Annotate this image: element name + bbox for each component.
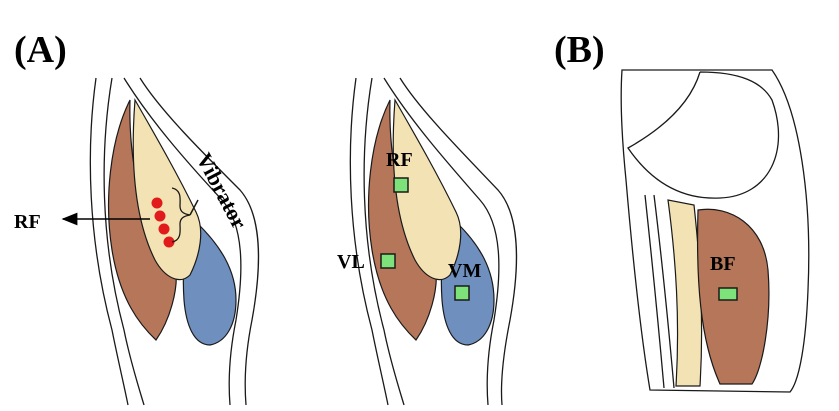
leg2-outline-right-outer: [399, 77, 518, 406]
bf-electrode-label: BF: [710, 253, 736, 275]
electrode-vm: [454, 285, 470, 301]
vibration-point: [158, 223, 170, 235]
leg2-outline-inner: [363, 77, 405, 406]
rectus-femoris-muscle-2: [392, 98, 462, 281]
vibration-point: [151, 197, 163, 209]
leg-outline-outer: [89, 77, 129, 406]
vibration-point: [154, 210, 166, 222]
leg-b-knee-curve: [627, 71, 780, 199]
leg-b-inner-line-2: [653, 194, 675, 389]
leg-b-inner-line: [644, 194, 665, 389]
vm-electrode-label: VM: [448, 260, 481, 282]
electrode-rf: [393, 177, 409, 193]
vibrator-pointer: [189, 199, 199, 216]
leg-outline-right-outer: [139, 77, 260, 406]
panel-b-label: (B): [554, 29, 605, 71]
vl-electrode-label: VL: [337, 251, 365, 273]
vibrator-label: Vibrator: [192, 149, 253, 234]
vibration-points: [151, 197, 175, 248]
leg-outline-right-inner: [123, 77, 242, 406]
rectus-femoris-muscle: [132, 98, 202, 281]
leg-b-silhouette: [620, 69, 810, 393]
leg-b-beige-muscle: [667, 199, 703, 387]
panel-a-right-leg: RF VL VM: [337, 77, 518, 406]
panel-a-left-leg: (A) Vibrator RF: [14, 29, 260, 406]
leg2-outline-outer: [349, 77, 389, 406]
leg-outline-inner: [103, 77, 145, 406]
leg2-outline-right-inner: [383, 77, 500, 406]
electrode-vl: [380, 253, 396, 269]
arrow-rf-label: RF: [14, 211, 41, 233]
rf-electrode-label: RF: [386, 149, 413, 171]
panel-b-leg: (B) BF: [554, 29, 810, 393]
vibration-point: [163, 236, 175, 248]
electrode-bf: [718, 287, 738, 301]
panel-a-label: (A): [14, 29, 67, 71]
